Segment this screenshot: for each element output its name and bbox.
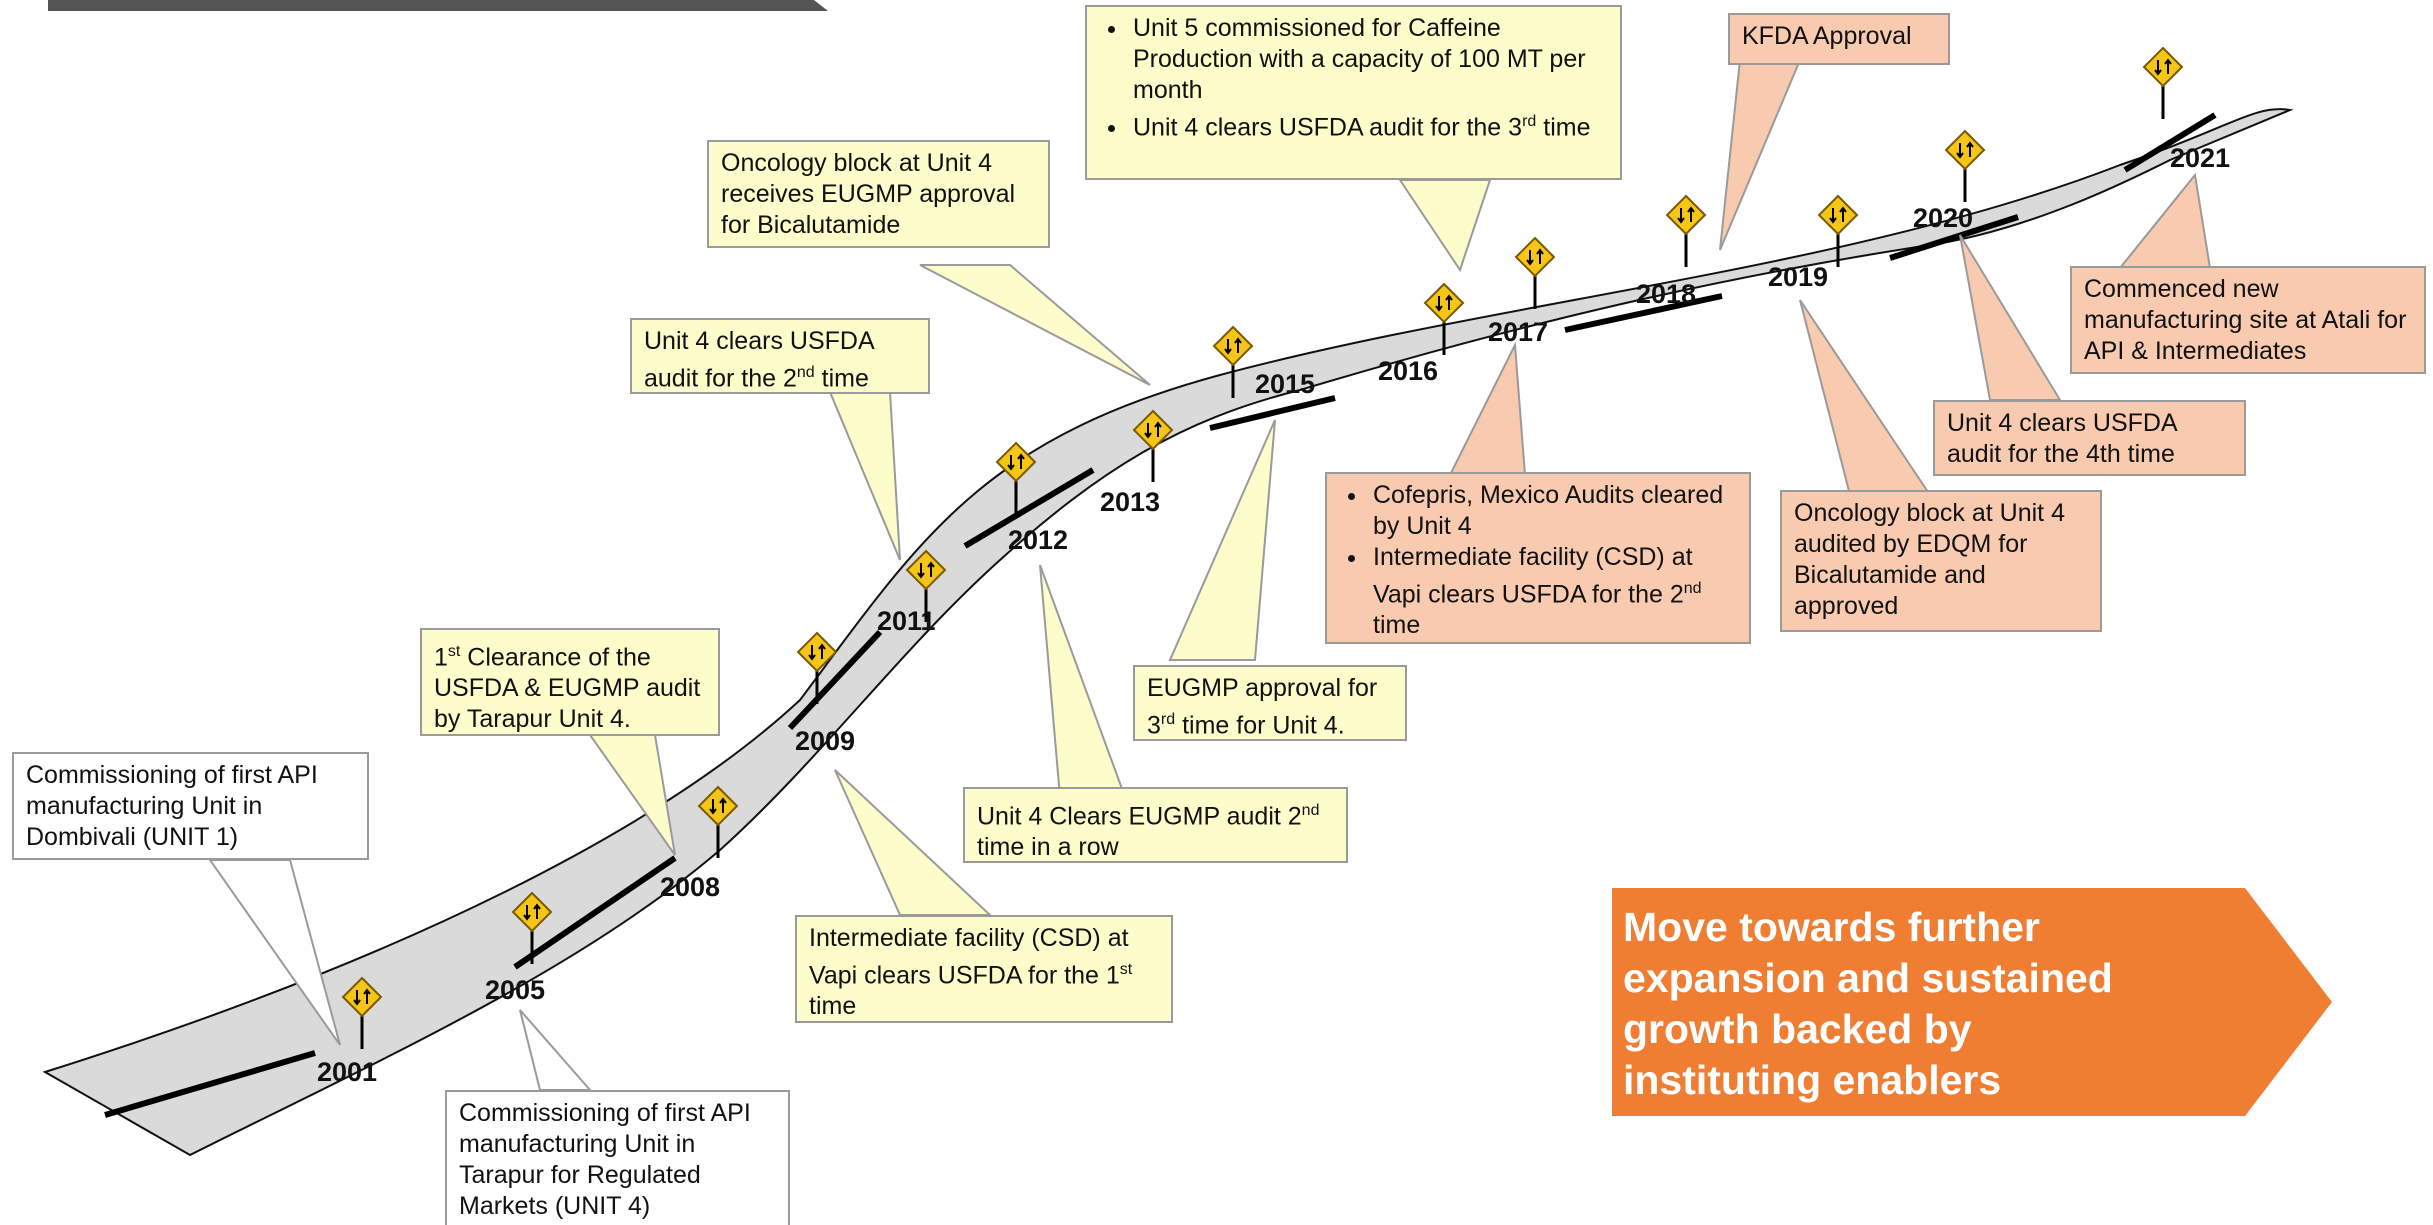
pointer-2011 bbox=[828, 391, 901, 561]
two-way-traffic-sign-icon bbox=[1944, 129, 1986, 202]
callout-2020: Unit 4 clears USFDA audit for the 4th ti… bbox=[1933, 400, 2246, 476]
lane-segment bbox=[2123, 112, 2217, 173]
pointer-2013 bbox=[919, 264, 1151, 386]
year-label: 2012 bbox=[1008, 525, 1068, 555]
lane-markings bbox=[104, 112, 2217, 1118]
growth-banner-text: Move towards further expansion and susta… bbox=[1623, 904, 2113, 1103]
two-way-traffic-sign-icon bbox=[1514, 236, 1556, 309]
callout-2012: Unit 4 Clears EUGMP audit 2nd time in a … bbox=[963, 787, 1348, 863]
lane-segment bbox=[963, 467, 1095, 549]
callout-2017: Cofepris, Mexico Audits cleared by Unit … bbox=[1325, 472, 1751, 644]
callout-2017-item: Cofepris, Mexico Audits cleared by Unit … bbox=[1369, 480, 1737, 542]
pointer-2012 bbox=[1039, 564, 1127, 798]
two-way-traffic-sign-icon bbox=[1665, 194, 1707, 267]
callout-2017-list: Cofepris, Mexico Audits cleared by Unit … bbox=[1339, 480, 1737, 641]
year-label: 2001 bbox=[317, 1057, 377, 1087]
two-way-traffic-sign-icon bbox=[2142, 46, 2184, 119]
callout-pointers bbox=[208, 59, 2212, 1091]
pointer-2001 bbox=[208, 859, 341, 1046]
road-surface bbox=[42, 108, 2294, 1157]
year-label: 2016 bbox=[1378, 356, 1438, 386]
callout-2005-text: Commissioning of first API manufacturing… bbox=[459, 1099, 751, 1220]
callout-2011: Unit 4 clears USFDA audit for the 2nd ti… bbox=[630, 318, 930, 394]
callout-2001: Commissioning of first API manufacturing… bbox=[12, 752, 369, 860]
two-way-traffic-sign-icon bbox=[796, 631, 838, 704]
two-way-traffic-sign-icon bbox=[341, 976, 383, 1049]
callout-2013-text: Oncology block at Unit 4 receives EUGMP … bbox=[721, 149, 1016, 239]
lane-segment bbox=[1564, 293, 1723, 333]
pointer-2019 bbox=[1799, 299, 1932, 496]
two-way-traffic-sign-icon bbox=[1423, 282, 1465, 355]
callout-2015: EUGMP approval for 3rd time for Unit 4. bbox=[1133, 665, 1407, 741]
header-bar bbox=[48, 0, 828, 11]
callout-2018-text: KFDA Approval bbox=[1742, 22, 1912, 50]
callout-2021-text: Commenced new manufacturing site at Atal… bbox=[2084, 275, 2407, 365]
callout-2013: Oncology block at Unit 4 receives EUGMP … bbox=[707, 140, 1050, 248]
lane-segment bbox=[787, 629, 883, 731]
pointer-2016 bbox=[1398, 179, 1492, 273]
year-label: 2013 bbox=[1100, 487, 1160, 517]
callout-2016-list: Unit 5 commissioned for Caffeine Product… bbox=[1099, 13, 1608, 143]
pointer-2021 bbox=[2117, 172, 2212, 269]
two-way-traffic-sign-icon bbox=[1132, 409, 1174, 482]
year-labels: 2001 2005 2008 2009 2011 2012 2013 2015 … bbox=[317, 143, 2230, 1087]
lane-segment bbox=[1209, 395, 1336, 431]
two-way-traffic-sign-icon bbox=[697, 785, 739, 858]
year-label: 2015 bbox=[1255, 369, 1315, 399]
two-way-traffic-sign-icon bbox=[905, 549, 947, 622]
callout-2018: KFDA Approval bbox=[1728, 13, 1950, 65]
callout-2001-text: Commissioning of first API manufacturing… bbox=[26, 761, 318, 851]
pointer-2018 bbox=[1719, 59, 1802, 251]
callout-2019: Oncology block at Unit 4 audited by EDQM… bbox=[1780, 490, 2102, 632]
two-way-traffic-sign-icon bbox=[995, 441, 1037, 514]
pointer-2020 bbox=[1959, 234, 2062, 401]
year-label: 2008 bbox=[660, 872, 720, 902]
two-way-traffic-sign-icon bbox=[1212, 325, 1254, 398]
two-way-traffic-sign-icon bbox=[511, 891, 553, 964]
callout-2016-item: Unit 4 clears USFDA audit for the 3rd ti… bbox=[1129, 106, 1608, 143]
callout-2020-text: Unit 4 clears USFDA audit for the 4th ti… bbox=[1947, 409, 2177, 468]
pointer-2017 bbox=[1448, 341, 1527, 476]
lane-segment bbox=[1889, 214, 2019, 261]
callout-2008: 1st Clearance of the USFDA & EUGMP audit… bbox=[420, 628, 720, 736]
year-label: 2011 bbox=[877, 606, 936, 636]
lane-segment bbox=[513, 855, 677, 970]
callout-2017-item: Intermediate facility (CSD) at Vapi clea… bbox=[1369, 542, 1737, 641]
year-label: 2005 bbox=[485, 975, 545, 1005]
year-label: 2019 bbox=[1768, 262, 1828, 292]
pointer-2005 bbox=[519, 1009, 593, 1091]
growth-arrow-banner bbox=[1612, 888, 2332, 1116]
callout-2019-text: Oncology block at Unit 4 audited by EDQM… bbox=[1794, 499, 2065, 620]
pointer-2015 bbox=[1168, 419, 1276, 661]
callout-2009: Intermediate facility (CSD) at Vapi clea… bbox=[795, 915, 1173, 1023]
callout-2016: Unit 5 commissioned for Caffeine Product… bbox=[1085, 5, 1622, 180]
year-label: 2009 bbox=[795, 726, 855, 756]
milestone-signs bbox=[341, 46, 2184, 1049]
two-way-traffic-sign-icon bbox=[1817, 194, 1859, 267]
year-label: 2017 bbox=[1488, 317, 1548, 347]
callout-2016-item: Unit 5 commissioned for Caffeine Product… bbox=[1129, 13, 1608, 106]
callout-2005: Commissioning of first API manufacturing… bbox=[445, 1090, 790, 1225]
year-label: 2020 bbox=[1913, 203, 1973, 233]
year-label: 2021 bbox=[2170, 143, 2230, 173]
year-label: 2018 bbox=[1636, 279, 1696, 309]
callout-2021: Commenced new manufacturing site at Atal… bbox=[2070, 266, 2426, 374]
lane-segment bbox=[104, 1050, 316, 1118]
